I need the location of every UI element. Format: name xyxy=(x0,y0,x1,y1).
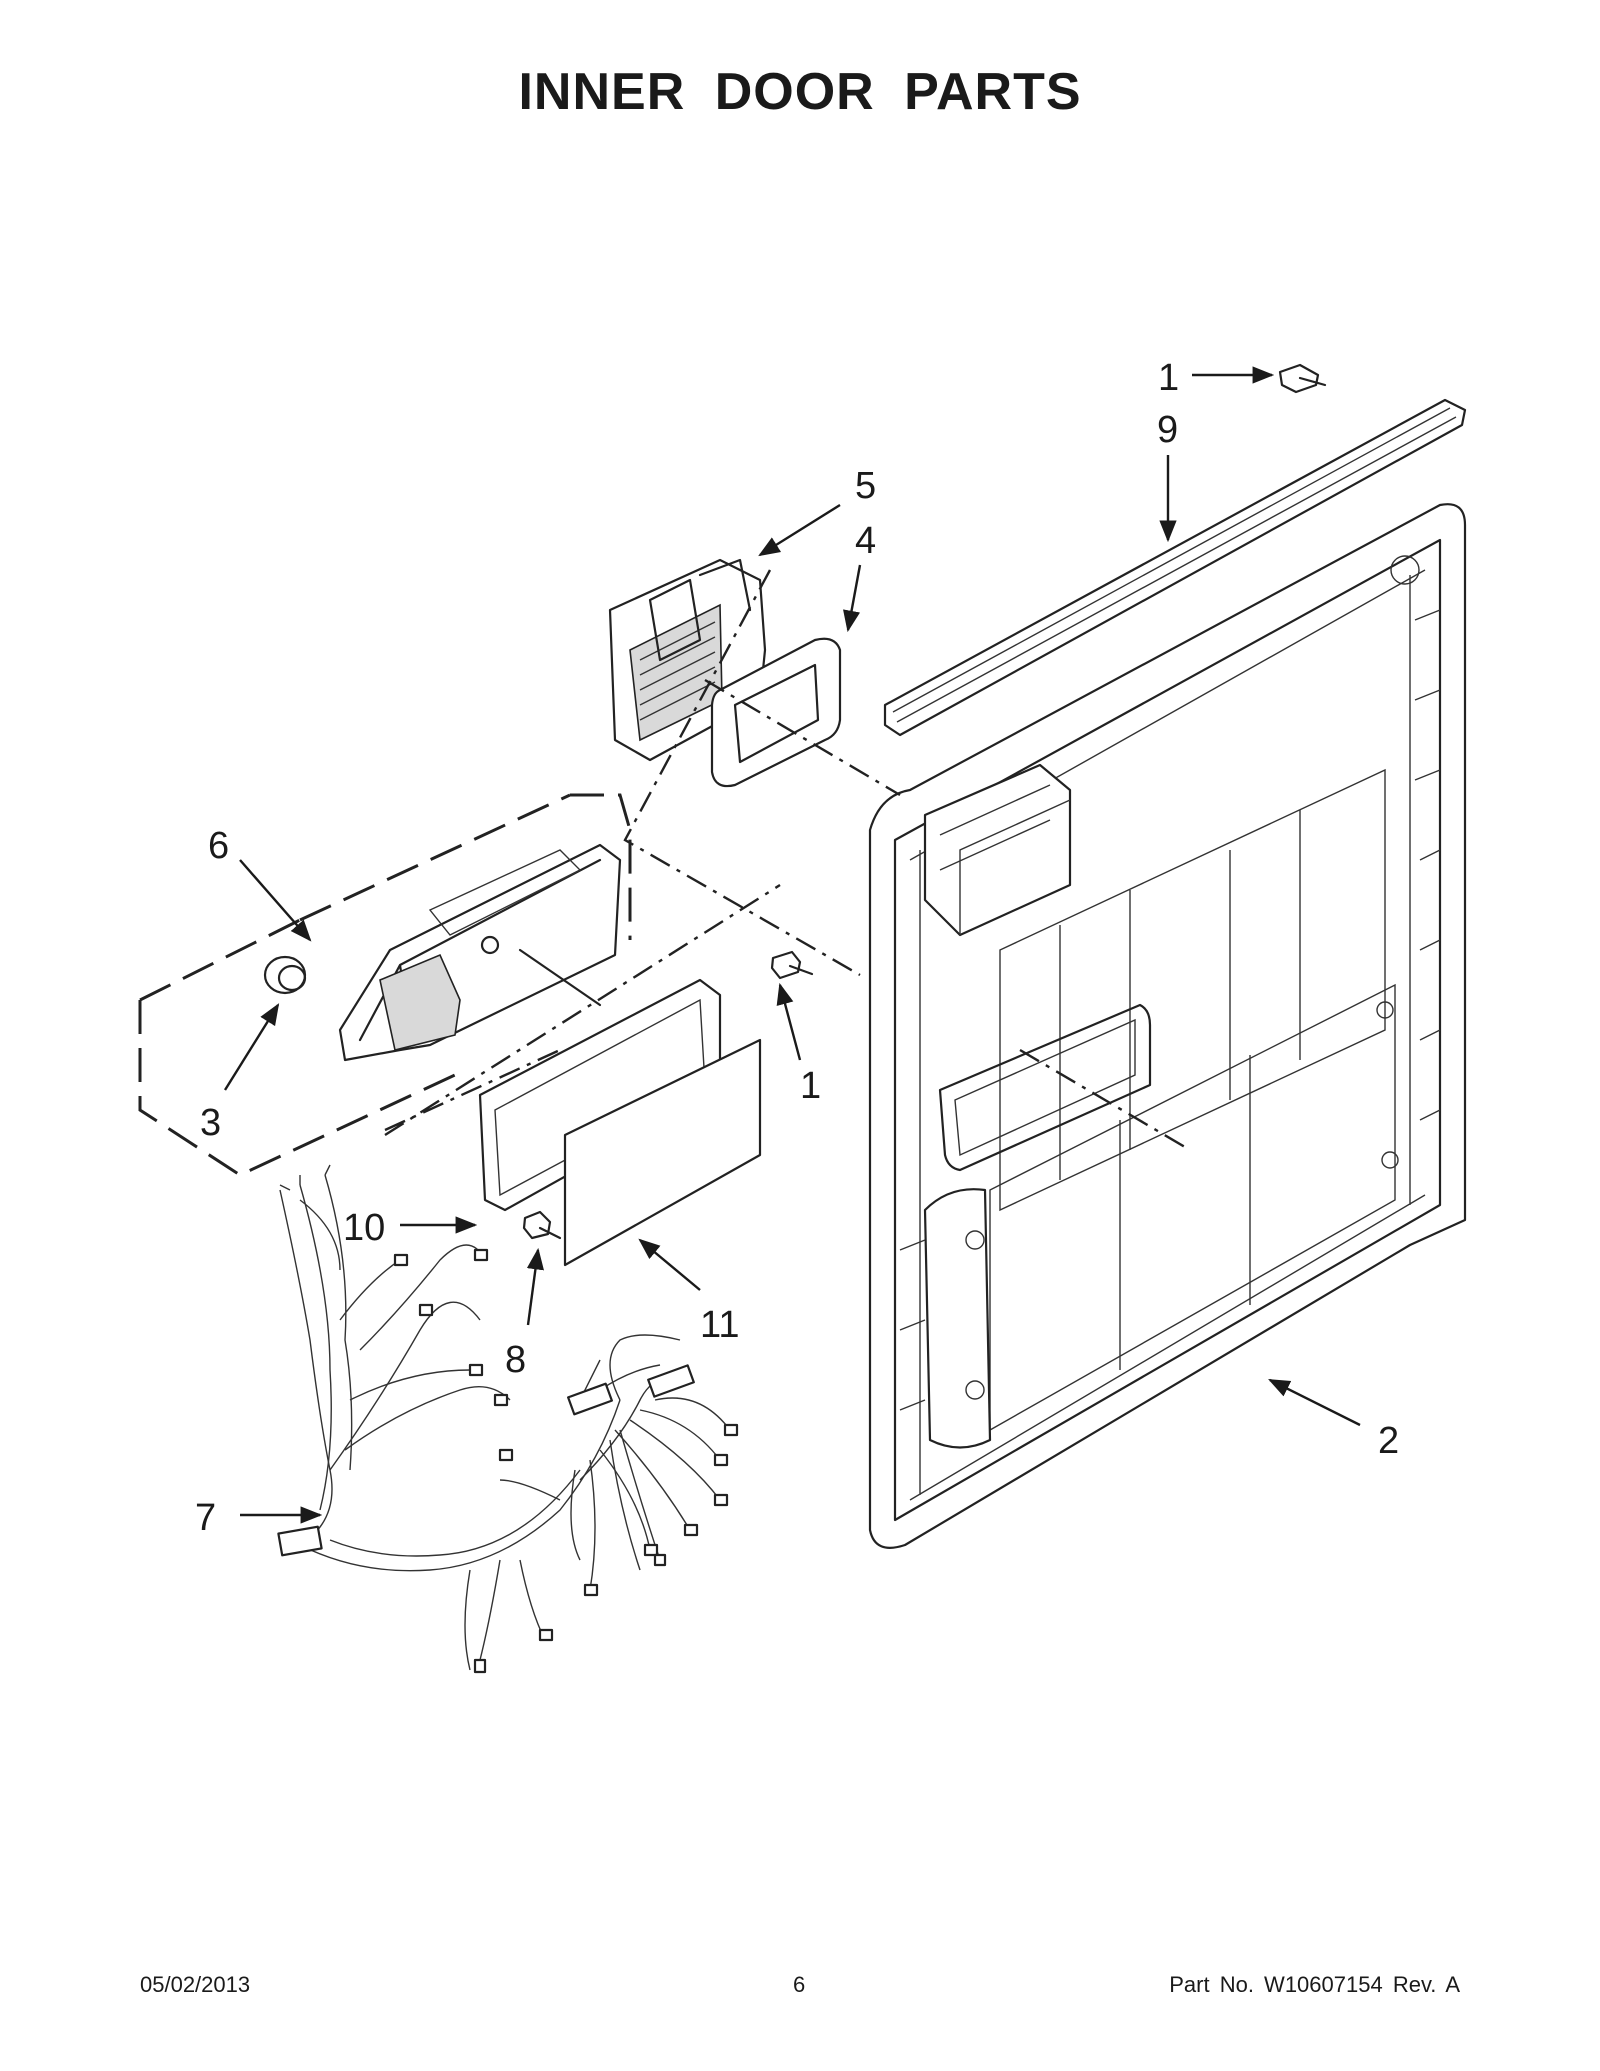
callout-9: 9 xyxy=(1157,409,1178,451)
inner-door-panel xyxy=(868,503,1467,1549)
callout-1-middle: 1 xyxy=(800,1065,821,1107)
callout-2: 2 xyxy=(1378,1420,1399,1462)
door-top-rail-strip xyxy=(883,398,1467,737)
callout-5: 5 xyxy=(855,465,876,507)
dispenser-knob xyxy=(263,955,307,995)
callout-7: 7 xyxy=(195,1497,216,1539)
callout-8: 8 xyxy=(505,1339,526,1381)
callout-11: 11 xyxy=(700,1304,739,1346)
wire-harness-connectors xyxy=(277,1248,739,1674)
page-title: INNER DOOR PARTS xyxy=(518,63,1082,121)
screw-cover-plate xyxy=(522,1210,562,1240)
dispenser-group-outline xyxy=(138,793,632,1177)
wire-harness xyxy=(279,1164,731,1671)
callout-4: 4 xyxy=(855,520,876,562)
footer-date: 05/02/2013 xyxy=(140,1972,251,1997)
callout-3: 3 xyxy=(200,1102,221,1144)
callout-10: 10 xyxy=(343,1207,385,1249)
screw-middle xyxy=(770,950,814,980)
callout-labels: 1 9 5 4 6 1 3 10 8 11 2 7 xyxy=(195,357,1399,1539)
vent-gasket xyxy=(710,637,842,788)
footer-part-number: Part No. W10607154 Rev. A xyxy=(1169,1972,1460,1997)
callout-arrows xyxy=(223,366,1361,1524)
assembly-guide-lines xyxy=(384,569,1191,1152)
callout-6: 6 xyxy=(208,825,229,867)
screw-top xyxy=(1278,363,1327,394)
detergent-dispenser xyxy=(338,843,622,1062)
dispenser-insulation-sheet xyxy=(563,1038,762,1267)
footer-page-number: 6 xyxy=(793,1972,806,1997)
callout-1-top: 1 xyxy=(1158,357,1179,399)
